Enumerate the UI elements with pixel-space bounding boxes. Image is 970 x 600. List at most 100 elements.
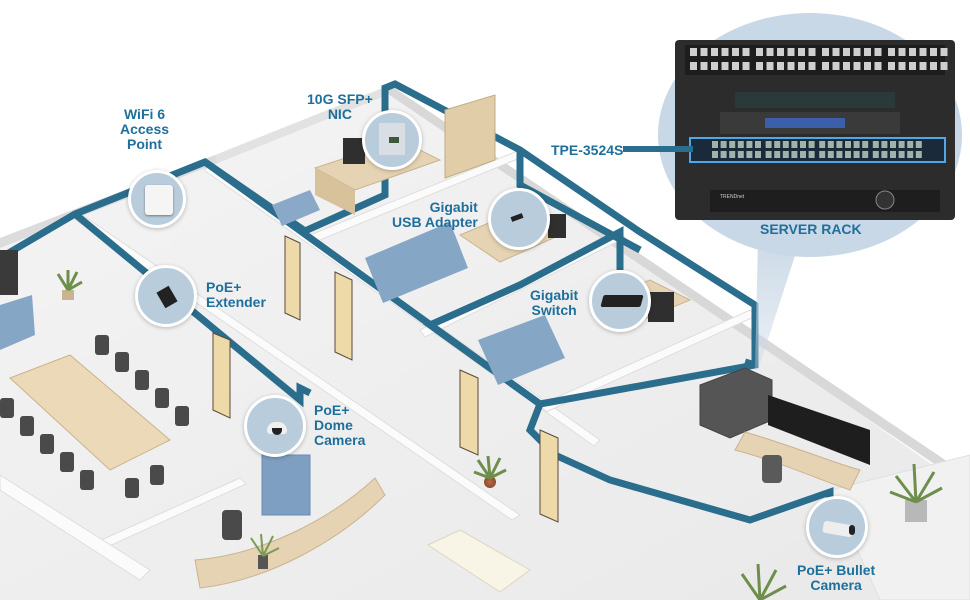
usb-adapter-icon bbox=[510, 213, 524, 222]
switch-port bbox=[765, 151, 772, 158]
patch-port bbox=[832, 48, 840, 56]
switch-port bbox=[755, 151, 761, 158]
security-room bbox=[699, 367, 943, 600]
switch-port bbox=[808, 141, 815, 148]
switch-port bbox=[755, 141, 761, 148]
patch-port bbox=[909, 48, 916, 56]
switch-port bbox=[737, 151, 744, 158]
switch-port bbox=[853, 151, 860, 158]
patch-port bbox=[919, 62, 927, 70]
patch-port bbox=[711, 48, 718, 56]
patch-port bbox=[888, 62, 895, 70]
label-dome-camera: PoE+ Dome Camera bbox=[314, 402, 366, 448]
monitor-icon bbox=[648, 292, 674, 322]
cabinet bbox=[261, 454, 311, 516]
label-gigabit-switch: Gigabit Switch bbox=[530, 287, 579, 318]
access-point-icon bbox=[145, 185, 173, 215]
patch-port bbox=[756, 48, 763, 56]
switch-port bbox=[881, 141, 888, 148]
switch-port bbox=[907, 151, 914, 158]
potted-plant bbox=[56, 270, 83, 300]
switch-port bbox=[862, 141, 869, 148]
gigabit-switch-bubble bbox=[589, 270, 651, 332]
dome-camera-bubble bbox=[244, 395, 306, 457]
tpe-3524s-leader-line bbox=[623, 146, 693, 152]
patch-port bbox=[756, 62, 763, 70]
monitor-icon bbox=[548, 214, 566, 238]
patch-port bbox=[777, 62, 784, 70]
label-wifi-ap: WiFi 6 Access Point bbox=[120, 106, 170, 152]
callout-pointer bbox=[755, 240, 800, 370]
patch-port bbox=[919, 48, 927, 56]
patch-port bbox=[742, 48, 750, 56]
patch-port bbox=[888, 48, 895, 56]
switch-port bbox=[898, 141, 905, 148]
switch-port bbox=[791, 151, 798, 158]
patch-port bbox=[874, 48, 882, 56]
switch-port bbox=[737, 141, 744, 148]
patch-port bbox=[930, 48, 937, 56]
label-server-rack: SERVER RACK bbox=[760, 221, 862, 237]
switch-port bbox=[845, 141, 851, 148]
switch-port bbox=[827, 141, 834, 148]
switch-port bbox=[872, 151, 879, 158]
patch-port bbox=[940, 48, 948, 56]
server-rack-equipment: TRENDnet bbox=[675, 40, 955, 220]
switch-port bbox=[746, 141, 753, 148]
switch-port bbox=[791, 141, 798, 148]
patch-port bbox=[843, 62, 850, 70]
tpe-3524s-switch bbox=[689, 137, 946, 163]
switch-port bbox=[712, 151, 718, 158]
potted-plant bbox=[250, 533, 280, 569]
reception-desk bbox=[194, 477, 386, 589]
switch-port bbox=[782, 141, 789, 148]
patch-port bbox=[711, 62, 718, 70]
switch-port bbox=[827, 151, 834, 158]
switch-port bbox=[782, 151, 789, 158]
patch-port bbox=[798, 62, 805, 70]
switch-port bbox=[890, 141, 896, 148]
switch-port bbox=[872, 141, 879, 148]
patch-port bbox=[700, 48, 708, 56]
patch-port bbox=[798, 48, 805, 56]
lobby bbox=[56, 270, 531, 593]
poe-extender-icon bbox=[156, 285, 178, 309]
switch-port bbox=[774, 151, 781, 158]
switch-port bbox=[845, 151, 851, 158]
patch-port bbox=[732, 48, 739, 56]
patch-port bbox=[853, 48, 861, 56]
switch-port bbox=[915, 151, 922, 158]
patch-port bbox=[721, 62, 729, 70]
switch-port bbox=[907, 141, 914, 148]
switch-port bbox=[746, 151, 753, 158]
patch-port bbox=[808, 62, 816, 70]
switch-port bbox=[862, 151, 869, 158]
video-wall bbox=[768, 395, 870, 465]
patch-port bbox=[874, 62, 882, 70]
label-poe-extender: PoE+ Extender bbox=[206, 279, 266, 310]
switch-port bbox=[890, 151, 896, 158]
patch-port bbox=[742, 62, 750, 70]
switch-port bbox=[836, 151, 843, 158]
patch-port bbox=[690, 62, 697, 70]
switch-port bbox=[765, 141, 772, 148]
potted-plant bbox=[889, 463, 943, 522]
patch-port bbox=[690, 48, 697, 56]
switch-port bbox=[774, 141, 781, 148]
label-usb-adapter: Gigabit USB Adapter bbox=[392, 199, 478, 230]
patch-port bbox=[940, 62, 948, 70]
camera-lens bbox=[272, 428, 282, 435]
switch-port bbox=[915, 141, 922, 148]
patch-port bbox=[832, 62, 840, 70]
patch-port bbox=[721, 48, 729, 56]
switch-port bbox=[819, 141, 826, 148]
camera-lens bbox=[849, 525, 855, 535]
patch-port bbox=[864, 48, 871, 56]
poe-switch bbox=[735, 92, 895, 108]
poe-extender-bubble bbox=[135, 265, 197, 327]
switch-port bbox=[853, 141, 860, 148]
label-bullet-camera: PoE+ Bullet Camera bbox=[797, 562, 876, 593]
potted-plant bbox=[473, 455, 507, 488]
